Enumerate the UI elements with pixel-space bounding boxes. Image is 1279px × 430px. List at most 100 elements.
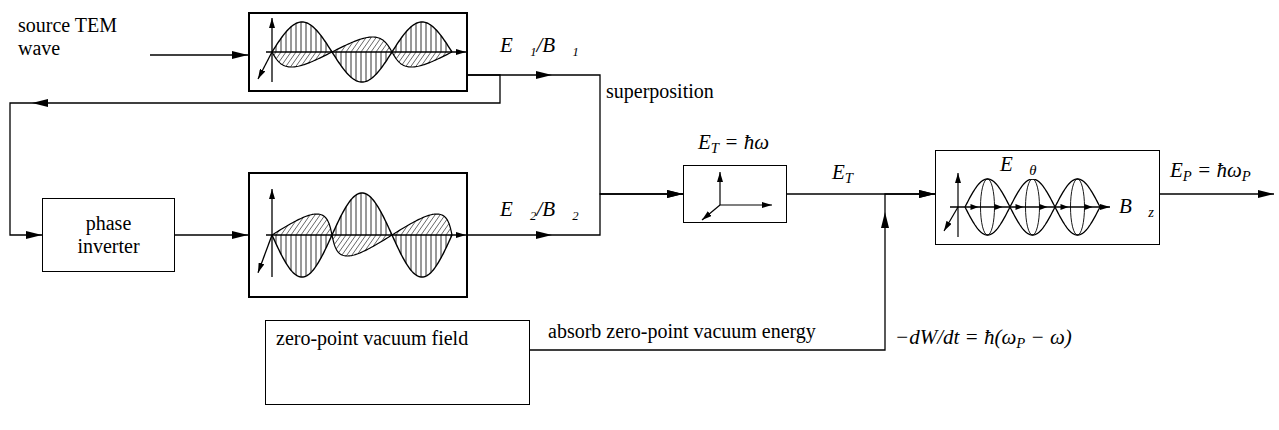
drawing-line xyxy=(311,235,312,272)
drawing-line xyxy=(406,32,407,52)
text-part: zero-point vacuum field xyxy=(276,327,468,349)
drawing-line xyxy=(341,216,342,235)
drawing-line xyxy=(426,235,427,276)
text-part: B⃗ xyxy=(1119,194,1148,218)
drawing-line xyxy=(371,39,380,52)
text-part: absorb zero-point vacuum energy xyxy=(548,320,816,342)
drawing-line xyxy=(944,207,958,231)
drawing-line xyxy=(376,52,377,74)
edge-label: E⃗₁/B⃗₁ xyxy=(500,33,579,57)
wave-box xyxy=(248,12,468,92)
drawing-line xyxy=(411,235,412,270)
text-part: T xyxy=(845,170,853,186)
lobe-drawing xyxy=(944,173,1110,237)
energy-formula: ET = ħω xyxy=(698,130,769,157)
drawing-line xyxy=(421,22,422,52)
drawing-line xyxy=(266,51,466,52)
drawing-line xyxy=(366,194,367,235)
drawing-line xyxy=(281,235,282,254)
em-wave-drawing xyxy=(258,18,466,82)
drawing-line xyxy=(441,235,442,258)
drawing-line xyxy=(306,23,307,52)
field-box: E⃗θB⃗z xyxy=(935,150,1160,245)
field-symbol: B⃗z xyxy=(1117,194,1156,221)
edge-label: E⃗₂/B⃗₂ xyxy=(500,197,579,221)
em-wave-drawing xyxy=(258,189,466,277)
text-part: = ħω xyxy=(1192,158,1242,182)
drawing-line xyxy=(426,23,427,52)
connector xyxy=(468,194,683,235)
drawing-line xyxy=(321,235,322,258)
drawing-line xyxy=(431,216,444,235)
drawing-line xyxy=(311,25,312,52)
drawing-line xyxy=(346,52,347,72)
drawing-line xyxy=(301,22,302,52)
output-arrow xyxy=(1160,193,1274,194)
drawing-line xyxy=(436,219,447,235)
drawing-line xyxy=(281,38,282,52)
drawing-line xyxy=(341,52,342,66)
drawing-line xyxy=(301,235,302,277)
input-label: source TEM wave xyxy=(18,14,136,60)
text-part: θ xyxy=(1029,162,1036,178)
axes-drawing xyxy=(702,172,772,220)
drawing-line xyxy=(401,235,402,254)
drawing-line xyxy=(386,47,389,52)
text-part: E xyxy=(832,160,845,184)
drawing-line xyxy=(381,212,382,235)
drawing-line xyxy=(366,52,367,81)
node-text: zero-point vacuum field xyxy=(276,327,468,350)
drawing-line xyxy=(950,206,1110,207)
node-text: phase inverter xyxy=(63,212,155,258)
text-part: E⃗₁/B⃗₁ xyxy=(500,33,579,57)
drawing-line xyxy=(381,52,382,68)
drawing-line xyxy=(296,235,297,275)
drawing-line xyxy=(381,44,387,52)
text-part: E xyxy=(698,130,711,154)
text-part: E⃗₂/B⃗₂ xyxy=(500,197,579,221)
drawing-line xyxy=(321,36,322,52)
superposition-box: ET = ħω xyxy=(683,165,787,223)
text-part: T xyxy=(711,140,719,156)
drawing-line xyxy=(286,52,296,66)
drawing-line xyxy=(291,235,292,270)
drawing-line xyxy=(376,204,377,235)
drawing-line xyxy=(436,235,437,266)
drawing-line xyxy=(702,205,720,220)
drawing-line xyxy=(306,235,307,276)
drawing-line xyxy=(316,219,327,235)
drawing-line xyxy=(441,224,449,235)
drawing-line xyxy=(366,37,376,52)
text-part: z xyxy=(1148,204,1154,220)
text-part: source TEM wave xyxy=(18,14,117,59)
drawing-line xyxy=(402,52,411,65)
drawing-line xyxy=(406,235,407,263)
drawing-line xyxy=(446,229,451,235)
drawing-line xyxy=(296,23,297,52)
drawing-line xyxy=(421,235,422,277)
drawing-line xyxy=(957,173,958,237)
drawing-line xyxy=(316,235,317,266)
source-arrow xyxy=(150,54,248,55)
drawing-line xyxy=(371,198,372,235)
text-part: P xyxy=(1183,168,1192,184)
drawing-line xyxy=(311,216,324,235)
drawing-line xyxy=(291,27,292,52)
drawing-line xyxy=(286,235,287,263)
edge-label: ET xyxy=(832,160,853,187)
text-part: E xyxy=(1170,158,1183,182)
text-part: P xyxy=(1016,335,1025,351)
drawing-line xyxy=(336,235,346,249)
drawing-line xyxy=(406,52,416,66)
drawing-line xyxy=(321,224,329,235)
connector xyxy=(10,75,500,235)
connector xyxy=(175,234,248,235)
drawing-line xyxy=(266,234,466,235)
drawing-line xyxy=(396,52,401,59)
junction-label: superposition xyxy=(606,80,714,103)
process-box: phase inverter xyxy=(42,198,175,272)
drawing-line xyxy=(291,52,301,67)
text-part: = ħω xyxy=(719,130,769,154)
drawing-line xyxy=(416,23,417,52)
